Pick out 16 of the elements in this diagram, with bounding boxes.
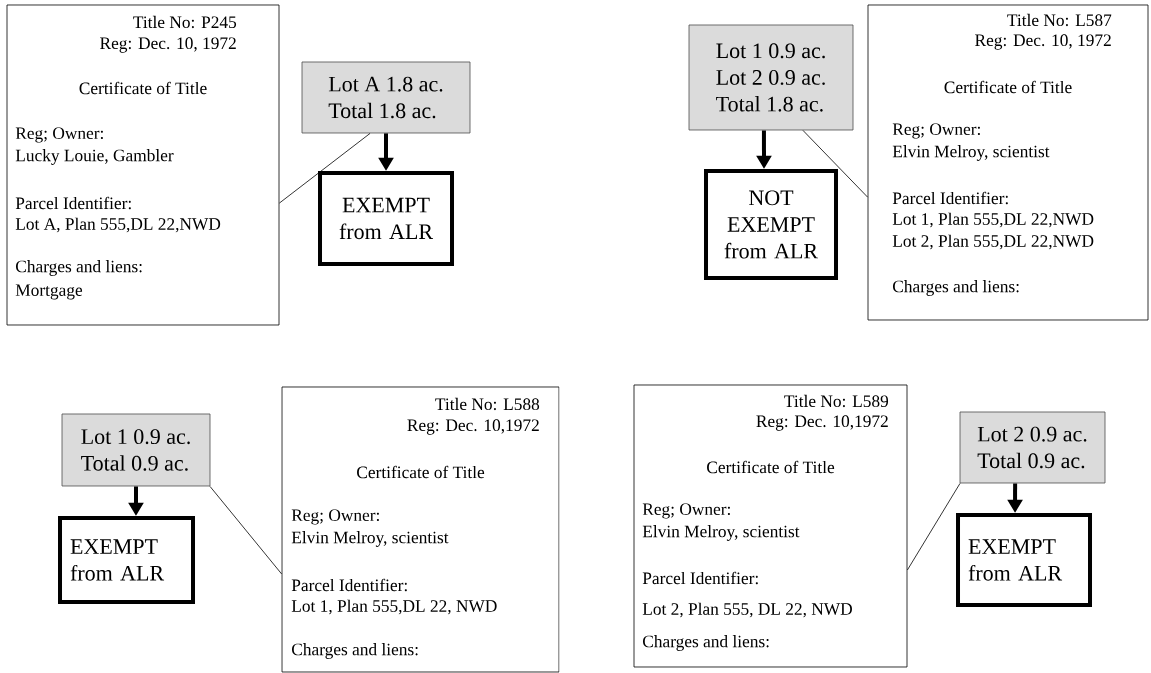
lot-area-box: Lot 2 0.9 ac. Total 0.9 ac. — [959, 411, 1106, 484]
lot-area-box: Lot 1 0.9 ac. Lot 2 0.9 ac. Total 1.8 ac. — [688, 24, 854, 131]
leader-line — [907, 483, 961, 571]
status-box: EXEMPT from ALR — [318, 171, 454, 266]
status-box: NOT EXEMPT from ALR — [704, 169, 838, 280]
leader-line — [802, 130, 868, 198]
certificate-box: Title No: L589 Reg: Dec. 10,1972 Certificate of Title Reg; Owner: Elvin Melroy, scientist Parcel Identifier: Lot 2, Plan 555, DL 22, NWD Charges and liens: — [633, 384, 908, 668]
certificate-box: Title No: P245 Reg: Dec. 10, 1972 Certificate of Title Reg; Owner: Lucky Louie, Gambler Parcel Identifier: Lot A, Plan 555,DL 22,NWD Charges and liens: Mortgage — [6, 4, 280, 326]
leader-line — [279, 133, 371, 204]
certificate-box: Title No: L588 Reg: Dec. 10,1972 Certificate of Title Reg; Owner: Elvin Melroy, scientist Parcel Identifier: Lot 1, Plan 555,DL 22, NWD Charges and liens: — [281, 386, 560, 673]
status-box: EXEMPT from ALR — [956, 513, 1092, 607]
leader-line — [209, 486, 282, 575]
lot-area-box: Lot 1 0.9 ac. Total 0.9 ac. — [61, 413, 211, 487]
lot-area-box: Lot A 1.8 ac. Total 1.8 ac. — [301, 61, 471, 134]
certificate-box: Title No: L587 Reg: Dec. 10, 1972 Certificate of Title Reg; Owner: Elvin Melroy, scientist Parcel Identifier: Lot 1, Plan 555,DL 22,NWD Lot 2, Plan 555,DL 22,NWD Charges and liens: — [867, 4, 1149, 321]
status-box: EXEMPT from ALR — [58, 516, 195, 604]
